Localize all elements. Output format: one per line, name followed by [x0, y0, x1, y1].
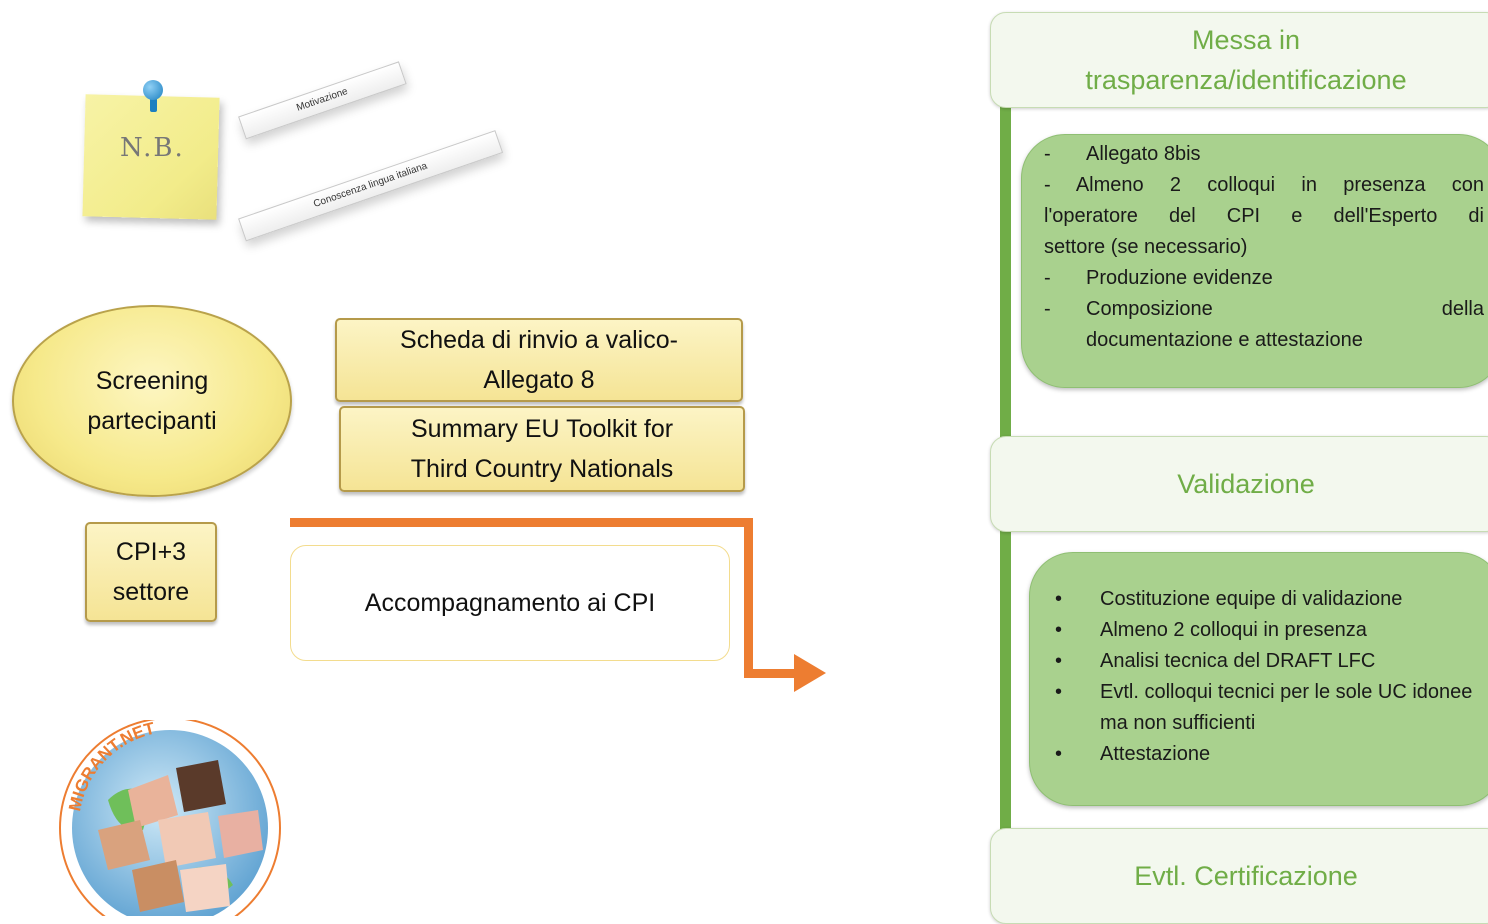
item-text: Evtl. colloqui tecnici per le sole UC id…	[1100, 681, 1473, 734]
list-item: •Almeno 2 colloqui in presenza	[1052, 615, 1488, 646]
connector-top	[290, 518, 753, 527]
scheda-box: Scheda di rinvio a valico- Allegato 8	[335, 318, 743, 402]
stage-trasparenza: Messa in trasparenza/identificazione	[990, 12, 1488, 108]
validazione-details: •Costituzione equipe di validazione •Alm…	[1029, 552, 1488, 806]
item-produzione: Produzione evidenze	[1086, 267, 1273, 289]
item-della: della	[1441, 298, 1484, 320]
summary-box: Summary EU Toolkit for Third Country Nat…	[339, 406, 745, 492]
list-item: •Evtl. colloqui tecnici per le sole UC i…	[1052, 677, 1488, 739]
accompagnamento-box: Accompagnamento ai CPI	[290, 545, 730, 661]
item-colloqui-2: l'operatore del CPI e dell'Esperto di	[1044, 205, 1484, 227]
accompagnamento-label: Accompagnamento ai CPI	[364, 588, 656, 617]
item-text: Almeno 2 colloqui in presenza	[1100, 619, 1367, 641]
tag-motivazione: Motivazione	[238, 61, 407, 140]
stage-validazione: Validazione	[990, 436, 1488, 532]
list-item: •Analisi tecnica del DRAFT LFC	[1052, 646, 1488, 677]
screening-label: Screening partecipanti	[87, 367, 217, 435]
tag-conoscenza-lingua: Conoscenza lingua italiana	[238, 130, 504, 242]
list-item: •Costituzione equipe di validazione	[1052, 584, 1488, 615]
migrant-net-logo: MIGRANT.NET	[59, 720, 281, 916]
trasparenza-details: -Allegato 8bis - Almeno 2 colloqui in pr…	[1021, 134, 1488, 388]
connector-bottom	[744, 669, 794, 678]
arrow-right-icon	[794, 654, 826, 692]
item-documentazione: documentazione e attestazione	[1086, 329, 1363, 351]
connector-vertical	[744, 518, 753, 678]
list-item: -Allegato 8bis	[1044, 139, 1484, 170]
item-colloqui-1: - Almeno 2 colloqui in presenza con	[1044, 174, 1484, 196]
item-text: Attestazione	[1100, 743, 1211, 765]
item-text: Analisi tecnica del DRAFT LFC	[1100, 650, 1376, 672]
list-item: documentazione e attestazione	[1044, 325, 1484, 356]
pin-icon-stem	[150, 98, 157, 112]
screening-node: Screening partecipanti	[12, 305, 292, 497]
item-allegato: Allegato 8bis	[1086, 143, 1201, 165]
item-composizione: Composizione	[1086, 298, 1213, 320]
list-item: - Composizione della	[1044, 294, 1484, 325]
item-text: Costituzione equipe di validazione	[1100, 588, 1403, 610]
note-label: N.B.	[120, 133, 185, 163]
pin-icon	[143, 80, 163, 100]
stage-certificazione: Evtl. Certificazione	[990, 828, 1488, 924]
item-colloqui-3: settore (se necessario)	[1044, 236, 1248, 258]
list-item: •Attestazione	[1052, 739, 1488, 770]
cpi-box: CPI+3 settore	[85, 522, 217, 622]
list-item: -Produzione evidenze	[1044, 263, 1484, 294]
